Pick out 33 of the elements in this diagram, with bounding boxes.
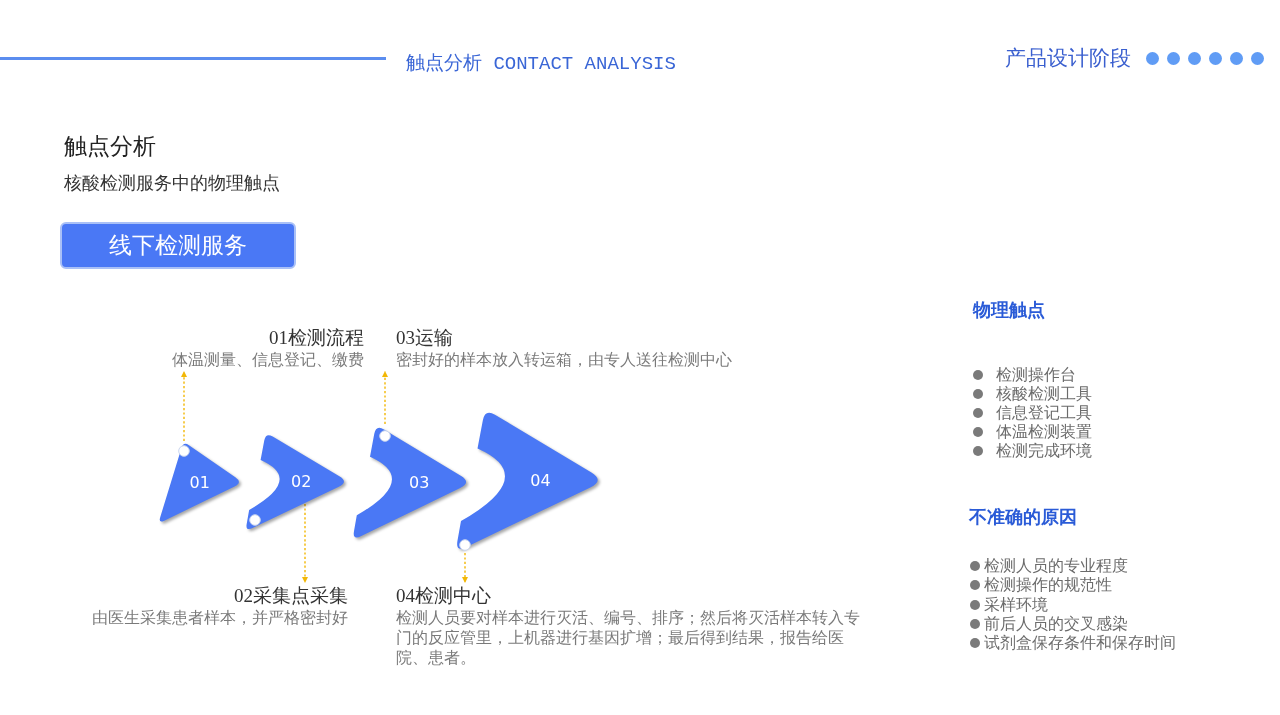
step-description: 体温测量、信息登记、缴费 [172,350,364,370]
list-item: 采样环境 [984,594,1048,615]
list-item: 体温检测装置 [996,422,1092,442]
step-title: 02采集点采集 [234,584,348,608]
list-heading: 不准确的原因 [969,506,1077,529]
section-title: 产品设计阶段 [1005,45,1131,71]
step-title: 01检测流程 [269,326,364,350]
leader-arrow [181,370,187,442]
list-item: 核酸检测工具 [996,384,1092,404]
list-item: 检测完成环境 [996,441,1092,461]
leader-arrow [302,503,308,584]
leader-arrow [382,370,388,425]
leader-arrow [462,552,468,584]
step-description: 由医生采集患者样本，并严格密封好 [92,608,348,628]
list-item: 检测人员的专业程度 [984,556,1128,576]
subtitle: 核酸检测服务中的物理触点 [64,172,280,195]
header-title: 触点分析 CONTACT ANALYSIS [406,52,676,76]
step-number: 02 [291,473,312,491]
section-tag: 线下检测服务 [60,222,296,269]
list-item: 前后人员的交叉感染 [984,613,1128,634]
page-title: 触点分析 [64,133,156,161]
step-title: 03运输 [396,326,453,350]
list-item: 信息登记工具 [996,403,1092,423]
step-description: 检测人员要对样本进行灭活、编号、排序；然后将灭活样本转入专门的反应管里，上机器进行基因扩增；最后得到结果，报告给医院、患者。 [396,608,861,668]
step-title: 04检测中心 [396,584,491,608]
list-item: 试剂盒保存条件和保存时间 [984,633,1176,654]
list-heading: 物理触点 [973,299,1045,322]
step-number: 03 [409,473,430,492]
step-number: 04 [530,471,551,490]
list-item: 检测操作的规范性 [984,575,1112,596]
step-description: 密封好的样本放入转运箱，由专人送往检测中心 [396,350,732,370]
step-number: 01 [189,473,210,492]
list-item: 检测操作台 [996,365,1076,385]
